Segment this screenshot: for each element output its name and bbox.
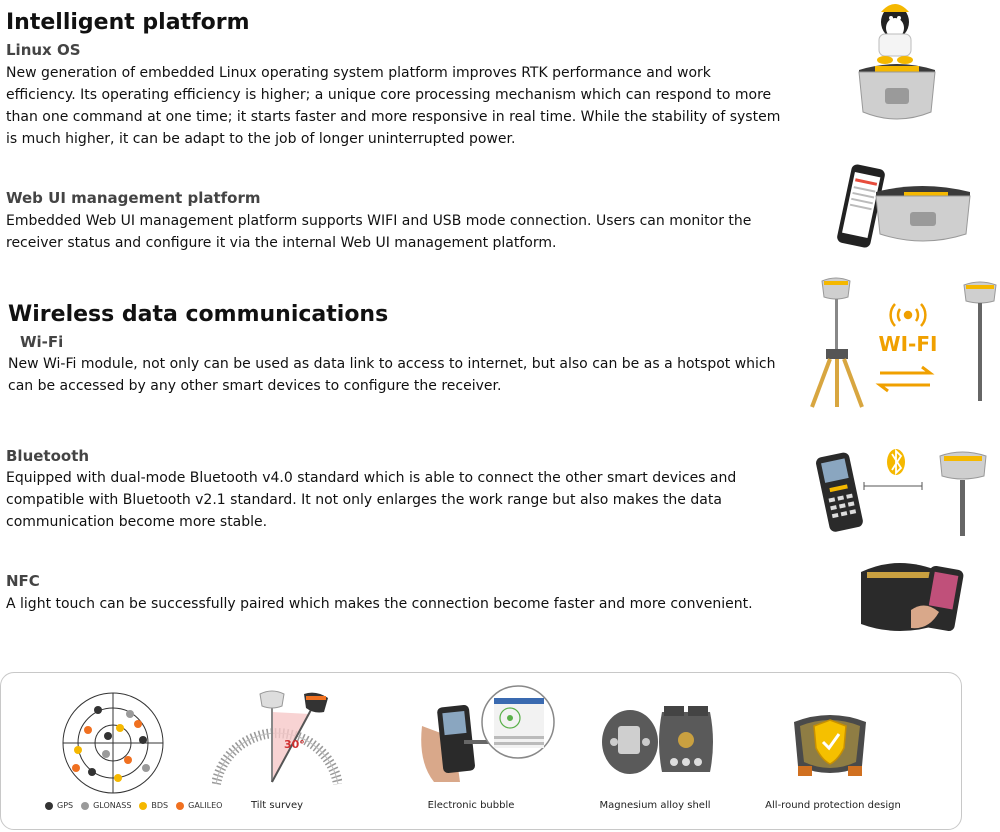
tilt-angle-label: 30° bbox=[284, 738, 305, 751]
wifi-logo-text: WI-FI bbox=[879, 332, 938, 356]
legend-galileo: GALILEO bbox=[188, 801, 223, 810]
webui-title: Web UI management platform bbox=[6, 189, 261, 207]
controller-icon bbox=[816, 452, 863, 532]
receiver-penguin-image bbox=[858, 4, 936, 120]
bluetooth-body: Equipped with dual-mode Bluetooth v4.0 s… bbox=[6, 470, 737, 530]
bluetooth-title: Bluetooth bbox=[6, 447, 90, 465]
bluetooth-icon bbox=[887, 448, 905, 476]
wifi-title: Wi-Fi bbox=[20, 333, 64, 351]
bds-dot-icon bbox=[139, 801, 148, 810]
shield-icon bbox=[813, 719, 847, 765]
sky-plot-image bbox=[62, 692, 164, 794]
nfc-body: A light touch can be successfully paired… bbox=[6, 596, 753, 612]
magnesium-shell-image bbox=[602, 706, 713, 774]
electronic-bubble-image bbox=[421, 685, 555, 782]
intelligent-section: Intelligent platform bbox=[6, 10, 781, 35]
glonass-dot-icon bbox=[81, 801, 90, 810]
protection-design-image bbox=[794, 715, 866, 776]
wifi-logo-icon bbox=[889, 303, 927, 327]
wireless-section: Wireless data communications bbox=[8, 302, 783, 327]
webui-body: Embedded Web UI management platform supp… bbox=[6, 213, 752, 251]
bluetooth-illustration bbox=[816, 448, 987, 536]
tilt-survey-label: Tilt survey bbox=[250, 800, 304, 811]
linux-title: Linux OS bbox=[6, 41, 81, 59]
linux-section: Linux OS New generation of embedded Linu… bbox=[6, 41, 781, 150]
webui-section: Web UI management platform Embedded Web … bbox=[6, 189, 781, 254]
legend-glonass: GLONASS bbox=[93, 801, 132, 810]
nfc-illustration bbox=[861, 563, 964, 632]
exchange-arrows-icon bbox=[875, 365, 935, 393]
tripod-receiver-icon bbox=[810, 277, 864, 408]
electronic-bubble-label: Electronic bubble bbox=[427, 800, 515, 811]
nfc-section: NFC A light touch can be successfully pa… bbox=[6, 572, 781, 615]
pole-receiver-icon bbox=[939, 451, 987, 536]
linux-body: New generation of embedded Linux operati… bbox=[6, 65, 781, 147]
phone-receiver-image bbox=[837, 164, 971, 248]
wireless-title: Wireless data communications bbox=[8, 302, 389, 327]
wifi-illustration: WI-FI bbox=[810, 277, 997, 408]
intelligent-title: Intelligent platform bbox=[6, 10, 250, 35]
galileo-dot-icon bbox=[176, 801, 185, 810]
constellation-legend: GPS GLONASS BDS GALILEO bbox=[45, 801, 222, 810]
wifi-section: Wi-Fi New Wi-Fi module, not only can be … bbox=[8, 333, 783, 397]
tilt-survey-image: 30° bbox=[212, 690, 342, 785]
bluetooth-section: Bluetooth Equipped with dual-mode Blueto… bbox=[6, 447, 781, 533]
legend-gps: GPS bbox=[57, 801, 74, 810]
legend-bds: BDS bbox=[151, 801, 169, 810]
wifi-body: New Wi-Fi module, not only can be used a… bbox=[8, 356, 776, 394]
magnesium-shell-label: Magnesium alloy shell bbox=[599, 800, 711, 811]
nfc-title: NFC bbox=[6, 572, 40, 590]
protection-design-label: All-round protection design bbox=[765, 800, 901, 811]
gps-dot-icon bbox=[45, 801, 53, 810]
pole-receiver-icon bbox=[963, 281, 997, 401]
